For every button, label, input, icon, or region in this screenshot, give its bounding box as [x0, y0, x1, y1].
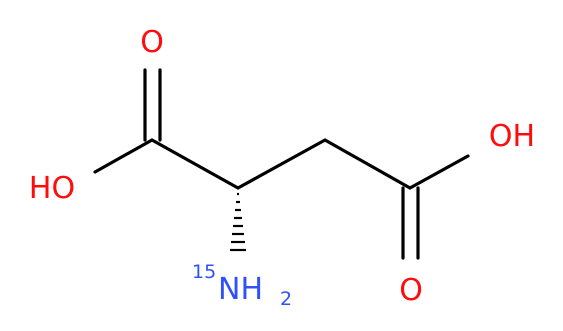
bond-c1-oh	[93, 138, 154, 174]
bonds	[93, 68, 470, 260]
amine-subscript-label: 2	[280, 288, 292, 310]
atom-label-oh-right: OH	[489, 119, 535, 154]
bond-c3-c4	[323, 138, 412, 190]
atom-label-o-bottom: O	[399, 273, 423, 308]
bond-c4-oh	[408, 154, 470, 190]
atom-label-oh-left: HO	[29, 171, 75, 206]
amine-symbol-label: NH	[218, 272, 263, 307]
bond-c2-c3	[236, 138, 327, 190]
amine-isotope-label: 15	[192, 261, 216, 283]
bond-c1-c2	[150, 138, 240, 190]
stereo-hashed-wedge	[230, 192, 246, 252]
atom-label-o-top: O	[140, 25, 164, 60]
